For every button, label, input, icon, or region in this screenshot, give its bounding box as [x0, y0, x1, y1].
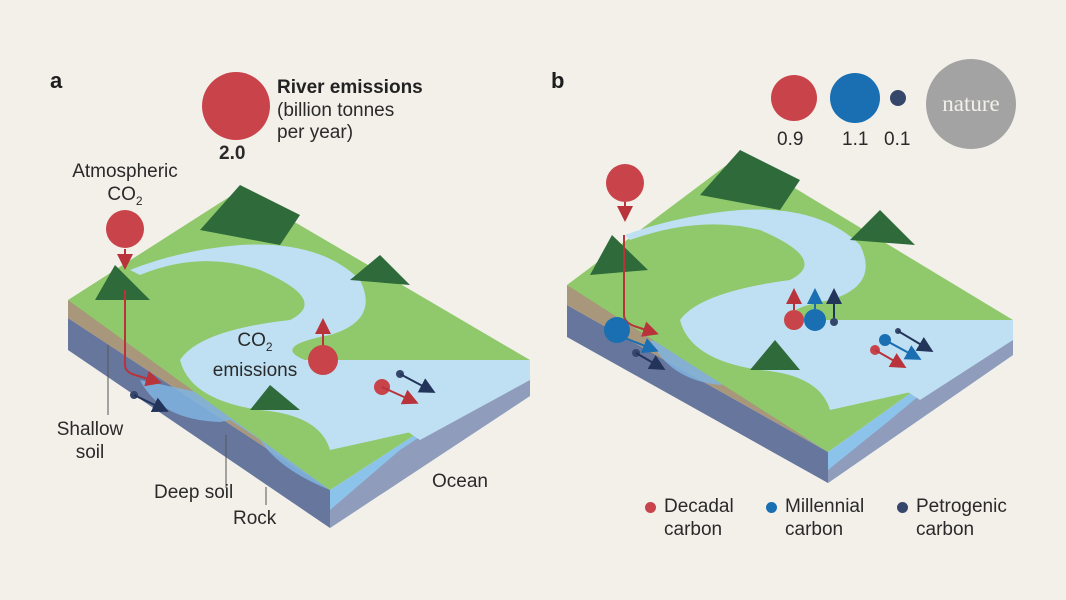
panel-a-water-cut	[140, 380, 330, 490]
panel-b-forest	[590, 150, 915, 370]
legend-value-2-0: 2.0	[219, 143, 246, 164]
nature-logo: nature	[926, 59, 1016, 149]
value-decadal: 0.9	[777, 129, 804, 150]
panel-a-atmospheric-co2-circle	[106, 210, 144, 248]
panel-a-forest	[95, 185, 410, 410]
atmospheric-co2-label: Atmospheric CO2	[72, 161, 178, 208]
panel-a-landscape-block	[68, 185, 530, 528]
legend-petrogenic: Petrogenic carbon	[916, 496, 1007, 540]
panel-b-millennial-circle	[830, 73, 880, 123]
legend-title: River emissions	[277, 77, 423, 98]
rock-label: Rock	[233, 508, 277, 529]
deep-soil-label: Deep soil	[154, 482, 234, 503]
panel-b-rock-face	[567, 305, 828, 483]
panel-b-label: b	[551, 68, 565, 93]
panel-b-petrogenic-circle	[890, 90, 906, 106]
panel-a-label: a	[50, 68, 63, 93]
panel-b-atmospheric-circle	[606, 164, 644, 202]
legend-dot-millennial	[766, 502, 777, 513]
panel-b-decadal-circle	[771, 75, 817, 121]
panel-a-emissions-circle	[308, 345, 338, 375]
panel-a-legend-circle	[202, 72, 270, 140]
legend-dot-petrogenic	[897, 502, 908, 513]
legend-unit-line2: per year)	[277, 122, 354, 143]
value-millennial: 1.1	[842, 129, 869, 150]
legend-decadal: Decadal carbon	[664, 496, 734, 540]
legend-unit-line1: (billion tonnes	[277, 100, 395, 121]
ocean-label: Ocean	[432, 471, 488, 492]
shallow-soil-label: Shallow soil	[56, 419, 124, 463]
panel-b-river	[625, 209, 920, 410]
legend-millennial: Millennial carbon	[785, 496, 865, 540]
panel-a-rock-face	[68, 318, 330, 528]
value-petrogenic: 0.1	[884, 129, 911, 150]
legend-dot-decadal	[645, 502, 656, 513]
co2-emissions-label: CO2 emissions	[212, 330, 298, 381]
panel-b-landscape-block	[567, 150, 1013, 483]
panel-a-river	[130, 244, 420, 450]
